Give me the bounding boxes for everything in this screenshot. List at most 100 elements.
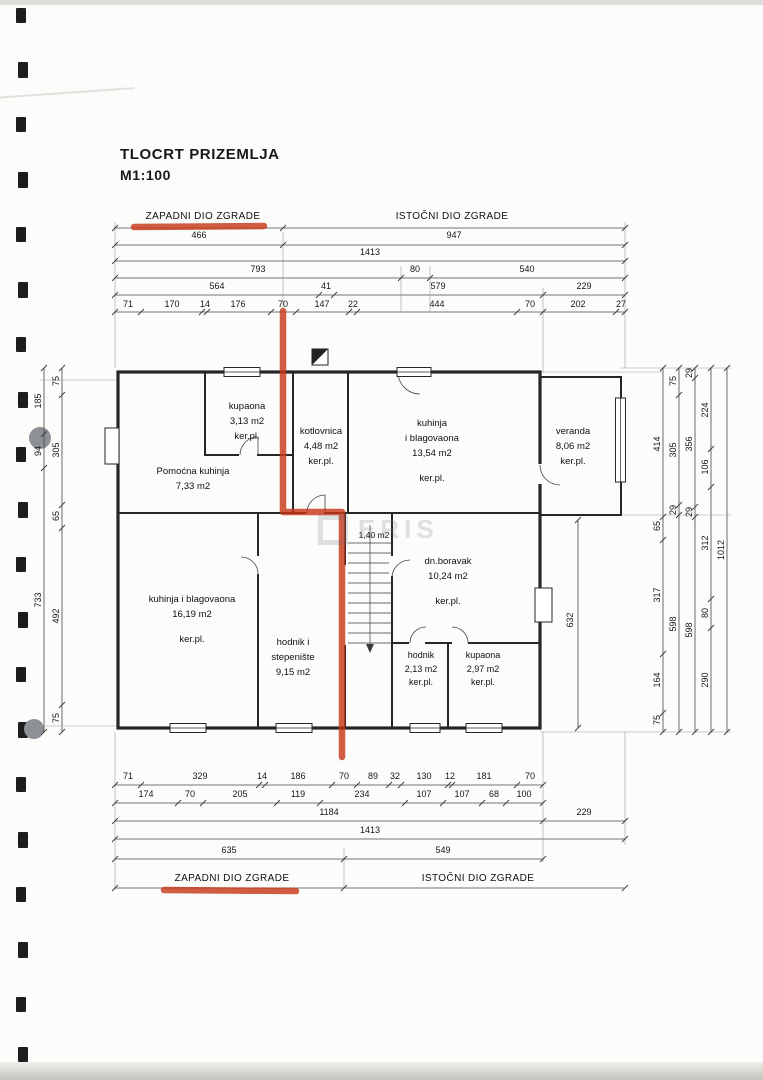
- dim-label: 14: [256, 771, 268, 781]
- dim-label: 75: [51, 712, 61, 724]
- door-arcs: [239, 371, 561, 644]
- dim-label: 80: [700, 607, 710, 619]
- dim-label: 29: [668, 504, 678, 516]
- dim-label: 635: [221, 845, 237, 855]
- binding-mark: [16, 8, 26, 23]
- binding-mark: [16, 777, 26, 792]
- binding-mark: [18, 722, 28, 738]
- dim-label: 32: [389, 771, 401, 781]
- dim-label: 75: [51, 375, 61, 387]
- watermark-text: ERIS: [358, 514, 439, 544]
- room-label-hodnik: hodnik 2,13 m2 ker.pl.: [404, 650, 438, 687]
- dim-label: 181: [476, 771, 492, 781]
- staircase: [348, 525, 392, 650]
- dim-label: 41: [320, 281, 332, 291]
- windows: [104, 367, 626, 733]
- scan-edge-bottom: [0, 1062, 763, 1080]
- drawing-title: TLOCRT PRIZEMLJA: [120, 146, 280, 163]
- binding-mark: [18, 282, 28, 298]
- room-label-kotlovnica: kotlovnica 4,48 m2 ker.pl.: [299, 426, 343, 467]
- stair-direction-arrow: [366, 644, 374, 653]
- room-label-pomocna-kuhinja: Pomoćna kuhinja 7,33 m2: [156, 466, 230, 492]
- chimney-symbol: [311, 348, 329, 366]
- dimension-ticks: [40, 224, 731, 892]
- dim-label: 75: [652, 714, 662, 726]
- dim-label: 466: [191, 230, 207, 240]
- dim-label: 947: [446, 230, 462, 240]
- dim-label: 234: [354, 789, 370, 799]
- dim-label: 1184: [319, 807, 339, 817]
- dim-label: 579: [430, 281, 446, 291]
- binding-mark: [18, 502, 28, 518]
- binding-mark: [16, 337, 26, 352]
- dim-label: 29: [684, 367, 694, 379]
- binding-mark: [18, 62, 28, 78]
- dim-label: 202: [570, 299, 586, 309]
- dim-label: 170: [164, 299, 180, 309]
- binding-mark: [16, 557, 26, 572]
- room-label-kuhinja-blagovaona-1: kuhinja i blagovaona 13,54 m2 ker.pl.: [405, 418, 459, 484]
- binding-mark: [18, 612, 28, 628]
- dim-label: 100: [516, 789, 532, 799]
- dim-label: 305: [668, 442, 678, 458]
- binding-mark: [18, 942, 28, 958]
- dim-label: 65: [51, 510, 61, 522]
- dim-label: 12: [444, 771, 456, 781]
- dim-label: 733: [33, 592, 43, 608]
- drawing-scale: M1:100: [120, 167, 172, 183]
- dim-label: 312: [700, 535, 710, 551]
- dim-label: 71: [122, 771, 134, 781]
- dim-label-interior: 632: [565, 612, 575, 628]
- dim-label: 164: [652, 672, 662, 688]
- dim-label: 492: [51, 608, 61, 624]
- binding-mark: [18, 1047, 28, 1062]
- room-label-dn-boravak: dn.boravak 10,24 m2 ker.pl.: [424, 556, 472, 607]
- dim-label: 75: [668, 375, 678, 387]
- dim-label: 224: [700, 402, 710, 418]
- dim-label: 22: [347, 299, 359, 309]
- dim-label: 107: [454, 789, 470, 799]
- room-label-hodnik-stepeniste: hodnik i stepenište 9,15 m2: [271, 637, 315, 678]
- dim-label: 414: [652, 436, 662, 452]
- dimension-lines: [43, 227, 728, 889]
- dim-label: 540: [519, 264, 535, 274]
- dim-label: 94: [33, 445, 43, 457]
- dim-label: 290: [700, 672, 710, 688]
- room-label-kupaona-2: kupaona 2,97 m2 ker.pl.: [465, 650, 501, 687]
- dim-label: 14: [199, 299, 211, 309]
- section-label-top-east: ISTOČNI DIO ZGRADE: [395, 211, 509, 222]
- dim-label: 68: [488, 789, 500, 799]
- dim-label: 317: [652, 587, 662, 603]
- watermark-logo-icon: [318, 514, 348, 545]
- dim-label: 1413: [359, 247, 381, 257]
- dim-label: 27: [615, 299, 627, 309]
- dim-label: 1413: [359, 825, 381, 835]
- dim-label: 356: [684, 436, 694, 452]
- dim-label: 176: [230, 299, 246, 309]
- dim-label: 186: [290, 771, 306, 781]
- room-label-140: 1,40 m2: [358, 530, 390, 540]
- binding-mark: [18, 392, 28, 408]
- dim-label: 70: [277, 299, 289, 309]
- dim-label: 205: [232, 789, 248, 799]
- dim-label: 185: [33, 393, 43, 409]
- dim-label: 65: [652, 520, 662, 532]
- room-label-veranda: veranda 8,06 m2 ker.pl.: [555, 426, 591, 467]
- dim-label: 70: [338, 771, 350, 781]
- dim-label: 70: [524, 771, 536, 781]
- dim-label: 29: [684, 506, 694, 518]
- dim-label: 147: [314, 299, 330, 309]
- dim-label: 549: [435, 845, 451, 855]
- dim-label: 305: [51, 442, 61, 458]
- room-label-kupaona-1: kupaona 3,13 m2 ker.pl.: [228, 401, 266, 442]
- binding-mark: [18, 172, 28, 188]
- dim-label: 107: [416, 789, 432, 799]
- section-label-bottom-west: ZAPADNI DIO ZGRADE: [174, 873, 290, 884]
- building-walls: [116, 370, 622, 730]
- binding-mark: [16, 667, 26, 682]
- dim-label: 70: [184, 789, 196, 799]
- section-label-top-west: ZAPADNI DIO ZGRADE: [145, 211, 261, 222]
- dim-label: 444: [429, 299, 445, 309]
